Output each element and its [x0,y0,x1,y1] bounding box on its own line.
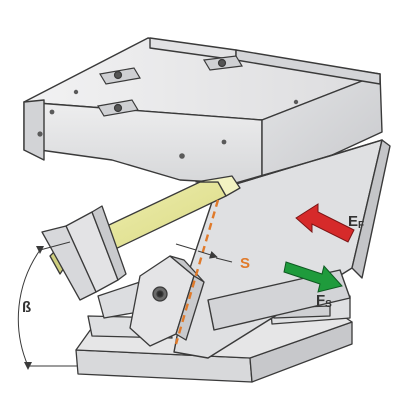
f-label-main: F [316,292,325,309]
left-clamp-arm [41,205,151,319]
mounting-holes [37,89,299,159]
s-dimension-marker [175,243,233,263]
force-arrow-e [295,203,355,243]
f-label: FS [316,292,332,310]
pivot-block [129,255,205,347]
s-label: S [240,255,250,272]
top-clamp-slots [97,55,243,117]
beta-label: ß [22,299,31,316]
upper-housing [23,37,383,185]
sliding-plane-line [174,199,220,345]
e-label-main: E [348,213,358,230]
beta-angle-dimension [17,241,78,370]
force-arrow-f [283,261,343,293]
e-label: EF [348,213,364,231]
f-label-sub: S [325,299,332,310]
e-label-sub: F [358,220,364,231]
